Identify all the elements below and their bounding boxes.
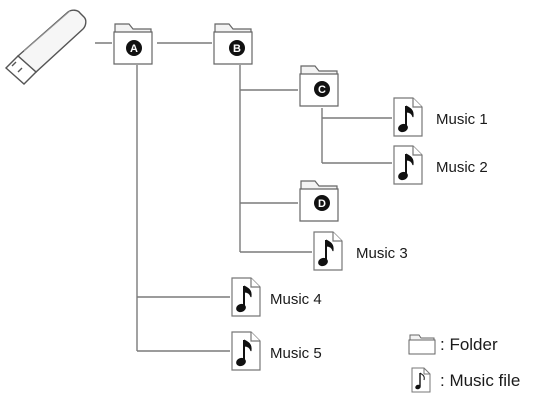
music-file-4: Music 4 bbox=[231, 277, 322, 317]
legend-folder-label: : Folder bbox=[440, 335, 498, 354]
music-5-label: Music 5 bbox=[270, 345, 322, 362]
legend: : Folder : Music file bbox=[408, 334, 520, 393]
music-4-label: Music 4 bbox=[270, 291, 322, 308]
music-1-label: Music 1 bbox=[436, 111, 488, 128]
music-file-1: Music 1 bbox=[393, 97, 488, 137]
legend-music-icon bbox=[411, 367, 431, 393]
folder-d: D bbox=[299, 180, 339, 222]
folder-c: C bbox=[299, 65, 339, 107]
folder-b: B bbox=[213, 23, 253, 65]
music-file-5: Music 5 bbox=[231, 331, 322, 371]
tree-connectors bbox=[95, 42, 392, 352]
folder-a-badge bbox=[126, 40, 142, 56]
folder-c-badge-text: C bbox=[318, 84, 326, 96]
music-2-label: Music 2 bbox=[436, 159, 488, 176]
folder-b-badge-text: B bbox=[233, 43, 241, 55]
music-3-label: Music 3 bbox=[356, 245, 408, 262]
folder-a: A bbox=[113, 23, 153, 65]
legend-folder-icon bbox=[408, 334, 436, 355]
music-file-2: Music 2 bbox=[393, 145, 488, 185]
folder-a-badge-text: A bbox=[130, 43, 138, 55]
usb-drive-icon bbox=[4, 9, 87, 85]
folder-d-badge-text: D bbox=[318, 198, 326, 210]
legend-music-label: : Music file bbox=[440, 371, 520, 390]
music-file-3: Music 3 bbox=[313, 231, 408, 271]
